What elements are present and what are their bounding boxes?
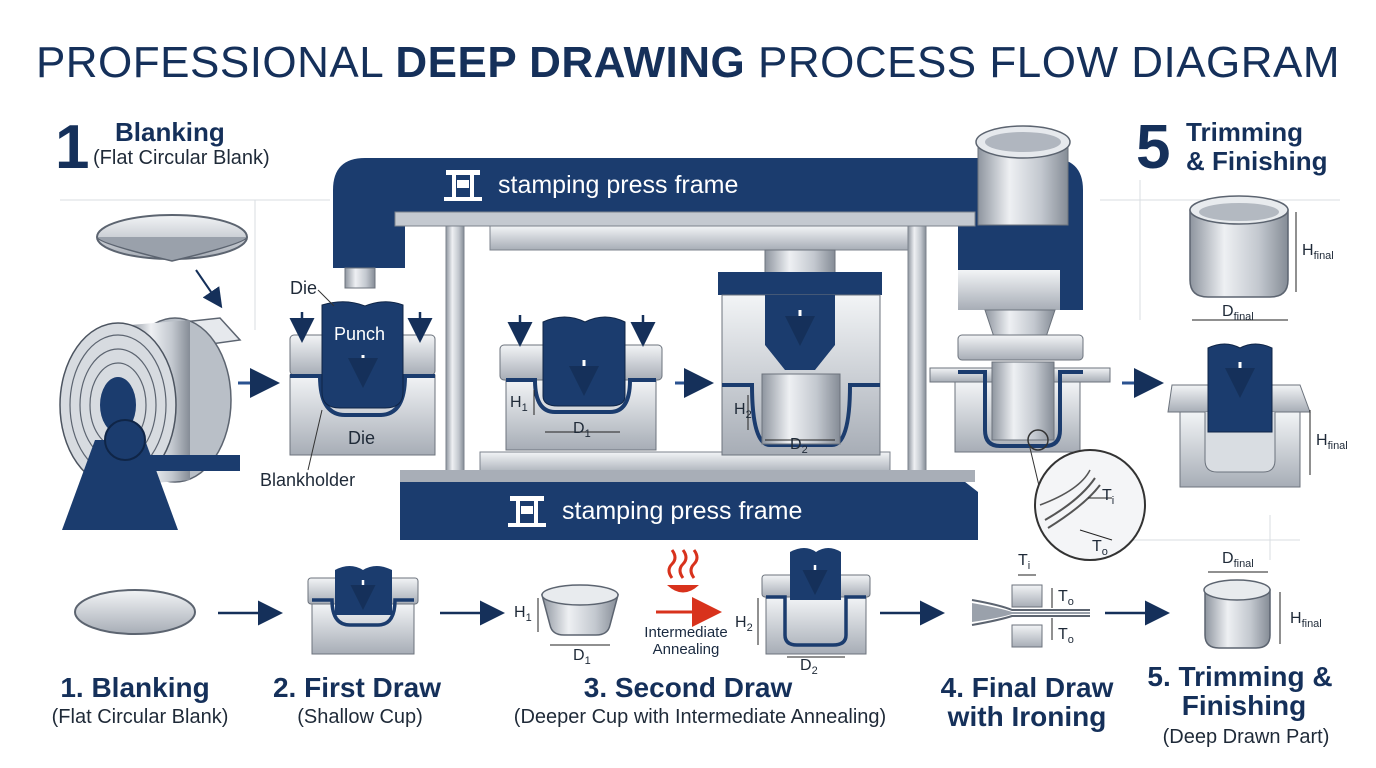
bottom-step3-title: 3. Second Draw	[583, 672, 793, 703]
dim-h2-top: H2	[734, 401, 752, 422]
dim-to-bottom-2: To	[1058, 626, 1074, 647]
blank-pointer-arrow	[195, 269, 223, 309]
finished-cup-top	[1189, 195, 1297, 321]
dim-hfinal-top: Hfinal	[1302, 242, 1334, 263]
step1-title: Blanking	[115, 117, 225, 147]
dim-ti-bottom: Ti	[1018, 552, 1031, 573]
bottom-step1-subtitle: (Flat Circular Blank)	[51, 706, 229, 728]
finished-cup-bottom	[1203, 571, 1281, 649]
bottom-step2-subtitle: (Shallow Cup)	[297, 706, 423, 728]
ironing-detail-bottom	[971, 574, 1090, 648]
dim-d1-bottom: D1	[573, 647, 591, 668]
bottom-step4-title-line2: with Ironing	[947, 701, 1107, 732]
die-label-top: Die	[290, 278, 318, 298]
dim-h1-top: H1	[510, 394, 528, 415]
ironing-station	[929, 125, 1146, 561]
die-label-bottom: Die	[348, 428, 376, 448]
bottom-step3-subtitle: (Deeper Cup with Intermediate Annealing)	[513, 706, 887, 728]
bottom-step5-title-line1: 5. Trimming &	[1147, 661, 1333, 692]
die-set-final-draw	[718, 249, 882, 456]
annealing-label: Intermediate Annealing	[644, 624, 728, 658]
die-set-second-draw	[499, 315, 663, 451]
bottom-step1-title: 1. Blanking	[60, 672, 210, 703]
first-draw-die-bottom	[307, 566, 419, 655]
dim-to-top: To	[1092, 538, 1108, 559]
dim-dfinal-bottom: Dfinal	[1222, 550, 1254, 571]
dim-to-bottom-1: To	[1058, 588, 1074, 609]
bottom-step5-title-line2: Finishing	[1181, 690, 1307, 721]
dim-h1-bottom: H1	[514, 604, 532, 625]
bottom-step5-subtitle: (Deep Drawn Part)	[1162, 726, 1330, 748]
blank-disc-top	[96, 214, 248, 262]
bottom-step2-title: 2. First Draw	[272, 672, 442, 703]
dim-ti-top: Ti	[1102, 487, 1115, 508]
second-draw-die-bottom	[757, 548, 871, 658]
page-title: PROFESSIONAL DEEP DRAWING PROCESS FLOW D…	[35, 38, 1341, 87]
press-frame	[333, 158, 1083, 540]
heat-icon	[667, 549, 699, 593]
blankholder-label: Blankholder	[260, 470, 356, 490]
dim-h2-bottom: H2	[735, 614, 753, 635]
trim-die-top	[1167, 343, 1311, 488]
dim-dfinal-top: Dfinal	[1222, 303, 1254, 324]
step5-number: 5	[1136, 113, 1171, 182]
shallow-cup-bottom	[537, 584, 619, 646]
dim-hfinal-die: Hfinal	[1316, 432, 1348, 453]
coil-icon	[59, 317, 242, 530]
press-icon	[444, 170, 482, 201]
blank-disc-bottom	[74, 589, 196, 635]
dim-d2-bottom: D2	[800, 657, 818, 678]
step1-number: 1	[55, 113, 90, 182]
punch-label: Punch	[334, 324, 386, 344]
dim-d2-top: D2	[790, 436, 808, 457]
press-frame-label-bottom: stamping press frame	[562, 497, 803, 525]
step5-title-line1: Trimming	[1186, 117, 1304, 147]
press-icon	[508, 496, 546, 527]
press-frame-label-top: stamping press frame	[498, 171, 739, 199]
bottom-step4-title-line1: 4. Final Draw	[940, 672, 1114, 703]
step1-subtitle: (Flat Circular Blank)	[93, 147, 270, 169]
die-set-first-draw	[289, 267, 436, 471]
dim-d1-top: D1	[573, 420, 591, 441]
dim-hfinal-bottom: Hfinal	[1290, 610, 1322, 631]
step5-title-line2: & Finishing	[1186, 146, 1328, 176]
